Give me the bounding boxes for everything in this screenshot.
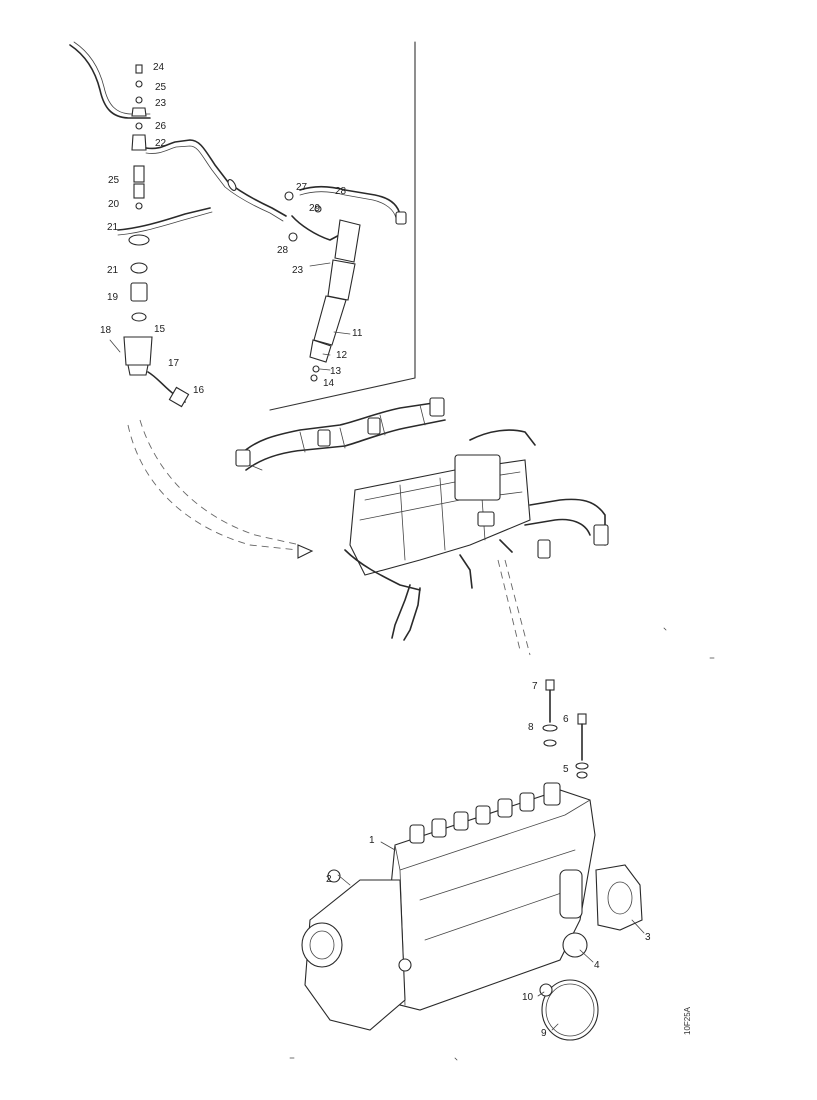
callout-17: 17 (168, 358, 180, 369)
callout-14: 14 (323, 378, 335, 389)
callout-1: 1 (369, 835, 375, 846)
callout-2: 2 (326, 874, 332, 885)
callout-11: 11 (352, 328, 363, 339)
callout-16: 16 (193, 385, 205, 396)
callout-5: 5 (563, 764, 569, 775)
callout-18: 18 (100, 325, 112, 336)
callout-21: 21 (107, 265, 119, 276)
callout-26: 26 (155, 121, 167, 132)
callout-15: 15 (154, 324, 166, 335)
callout-21: 21 (107, 222, 119, 233)
callout-3: 3 (645, 932, 651, 943)
callout-29: 29 (309, 203, 321, 214)
delivery-valves (409, 782, 561, 844)
callout-labels: 24 25 23 26 22 25 20 21 21 19 18 15 17 1… (100, 62, 651, 1039)
callout-25: 25 (108, 175, 120, 186)
callout-4: 4 (594, 960, 600, 971)
callout-13: 13 (330, 366, 342, 377)
injection-pump-view (301, 679, 645, 1041)
injector-exploded-view (69, 41, 416, 411)
callout-9: 9 (541, 1028, 547, 1039)
callout-25: 25 (155, 82, 167, 93)
callout-23: 23 (155, 98, 167, 109)
callout-27: 27 (296, 182, 308, 193)
figure-reference: 10F25A (683, 1006, 692, 1035)
callout-28: 28 (277, 245, 289, 256)
callout-28: 28 (335, 186, 347, 197)
callout-12: 12 (336, 350, 348, 361)
callout-20: 20 (108, 199, 120, 210)
engine-assembly-view (127, 397, 609, 656)
callout-6: 6 (563, 714, 569, 725)
callout-23: 23 (292, 265, 304, 276)
callout-7: 7 (532, 681, 538, 692)
callout-8: 8 (528, 722, 534, 733)
callout-10: 10 (522, 992, 534, 1003)
callout-22: 22 (155, 138, 167, 149)
callout-19: 19 (107, 292, 119, 303)
callout-24: 24 (153, 62, 165, 73)
